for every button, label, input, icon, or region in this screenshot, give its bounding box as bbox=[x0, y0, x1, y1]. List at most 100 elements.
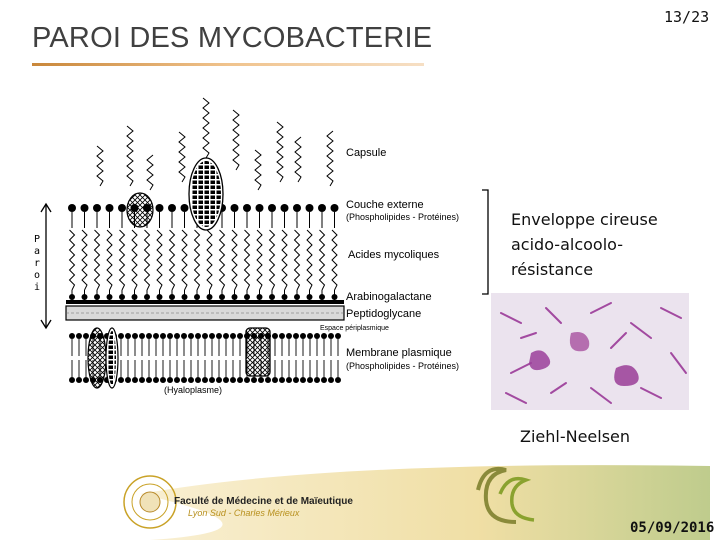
mycolic-chain bbox=[131, 229, 138, 291]
label-periplasm: Espace périplasmique bbox=[320, 325, 389, 332]
membrane-lipid-head bbox=[153, 333, 159, 339]
outer-lipid-head bbox=[80, 204, 89, 212]
bacillus-stain bbox=[590, 387, 612, 404]
annotation-line-3: résistance bbox=[511, 260, 594, 279]
mycolic-chain bbox=[256, 229, 263, 291]
paroi-letter-o: o bbox=[34, 270, 40, 281]
membrane-lipid-head bbox=[223, 377, 229, 383]
membrane-lipid-head bbox=[216, 377, 222, 383]
cell-wall-diagram: P a r o i Capsule Couche externe (Phosph… bbox=[34, 97, 459, 395]
membrane-lipid-head bbox=[181, 377, 187, 383]
capsule-chain bbox=[232, 109, 240, 171]
membrane-lipid-head bbox=[216, 333, 222, 339]
mycolic-chain bbox=[143, 229, 151, 291]
membrane-lipid-head bbox=[83, 377, 89, 383]
membrane-lipid-head bbox=[160, 377, 166, 383]
outer-lipid-head bbox=[155, 204, 164, 212]
membrane-lipid-head bbox=[209, 333, 215, 339]
membrane-protein-1 bbox=[87, 327, 107, 389]
membrane-lipid-head bbox=[202, 333, 208, 339]
bacillus-stain bbox=[610, 332, 627, 349]
membrane-lipid-head bbox=[237, 333, 243, 339]
bacillus-stain bbox=[640, 387, 662, 399]
mycolic-chain bbox=[181, 229, 188, 291]
mycolic-acid-chains bbox=[68, 229, 338, 300]
label-membrane-sub: (Phospholipides - Protéines) bbox=[346, 361, 459, 371]
membrane-lipid-head bbox=[307, 333, 313, 339]
membrane-lipid-head bbox=[167, 333, 173, 339]
mycolic-chain bbox=[243, 229, 251, 291]
label-mycolic: Acides mycoliques bbox=[348, 249, 440, 261]
paroi-letter-p: P bbox=[34, 234, 40, 245]
bracket bbox=[482, 189, 489, 295]
membrane-lipid-head bbox=[251, 377, 257, 383]
membrane-lipid-head bbox=[174, 377, 180, 383]
outer-lipid-head bbox=[280, 204, 289, 212]
mycolic-chain bbox=[306, 229, 313, 291]
membrane-lipid-head bbox=[223, 333, 229, 339]
outer-lipid-head bbox=[268, 204, 276, 212]
membrane-lipid-head bbox=[118, 377, 124, 383]
footer-banner: Faculté de Médecine et de Maïeutique Lyo… bbox=[123, 465, 710, 540]
university-logo bbox=[476, 467, 535, 524]
mycolic-chain bbox=[331, 229, 338, 291]
membrane-lipid-head bbox=[272, 377, 278, 383]
membrane-lipid-head bbox=[307, 377, 313, 383]
bacillus-stain bbox=[670, 352, 687, 374]
membrane-lipid-head bbox=[174, 333, 180, 339]
mycolic-chain bbox=[193, 229, 201, 291]
membrane-lipid-head bbox=[139, 377, 145, 383]
outer-lipid-head bbox=[68, 204, 76, 212]
membrane-lipid-head bbox=[258, 377, 264, 383]
outer-lipid-head bbox=[243, 204, 251, 212]
membrane-lipid-head bbox=[146, 377, 152, 383]
mycolic-chain bbox=[81, 229, 88, 291]
capsule-chain bbox=[254, 149, 262, 191]
membrane-lipid-head bbox=[237, 377, 243, 383]
page-number: 13/23 bbox=[664, 8, 710, 26]
membrane-lipid-head bbox=[83, 333, 89, 339]
bacillus-stain bbox=[500, 312, 522, 324]
mycolic-chain bbox=[268, 229, 276, 291]
membrane-lipid-head bbox=[293, 377, 299, 383]
capsule-chain bbox=[276, 121, 284, 183]
capsule-chain bbox=[294, 136, 302, 183]
membrane-lipid-head bbox=[76, 333, 82, 339]
outer-lipid-head bbox=[330, 204, 339, 212]
arabinogalactan-band bbox=[66, 300, 344, 304]
membrane-protein-2-fill bbox=[108, 331, 116, 385]
membrane-lipid-head bbox=[69, 333, 75, 339]
mycolic-chain bbox=[318, 229, 326, 291]
outer-protein-2-fill bbox=[191, 161, 221, 227]
membrane-lipid-head bbox=[314, 333, 320, 339]
membrane-lipid-head bbox=[195, 377, 201, 383]
membrane-lipid-head bbox=[132, 377, 138, 383]
bacillus-stain bbox=[630, 322, 652, 339]
membrane-lipid-head bbox=[279, 377, 285, 383]
micrograph-caption: Ziehl-Neelsen bbox=[520, 427, 631, 446]
membrane-lipid-head bbox=[300, 333, 306, 339]
paroi-letter-a: a bbox=[34, 246, 40, 257]
mycolic-chain bbox=[218, 229, 226, 291]
label-outer-layer-sub: (Phospholipides - Protéines) bbox=[346, 212, 459, 222]
membrane-lipid-head bbox=[335, 333, 341, 339]
membrane-lipid-head bbox=[279, 333, 285, 339]
bacillus-stain bbox=[520, 332, 537, 339]
bacillus-stain bbox=[590, 302, 612, 314]
ziehl-neelsen-micrograph bbox=[491, 293, 689, 410]
bacillus-stain bbox=[660, 307, 682, 319]
membrane-lipid-head bbox=[132, 333, 138, 339]
faculty-line-1: Faculté de Médecine et de Maïeutique bbox=[174, 496, 353, 507]
membrane-lipid-head bbox=[153, 377, 159, 383]
capsule-chain bbox=[178, 131, 186, 183]
mycolic-chain bbox=[281, 229, 288, 291]
bacillus-stain bbox=[505, 392, 527, 404]
mycolic-chain bbox=[206, 229, 213, 291]
outer-protein-1 bbox=[126, 192, 154, 228]
membrane-lipid-head bbox=[314, 377, 320, 383]
annotation-line-2: acido-alcoolo- bbox=[511, 235, 623, 254]
capsule-chain bbox=[326, 130, 334, 187]
label-outer-layer: Couche externe bbox=[346, 199, 424, 211]
membrane-lipid-head bbox=[139, 333, 145, 339]
capsule-chain bbox=[96, 145, 104, 187]
